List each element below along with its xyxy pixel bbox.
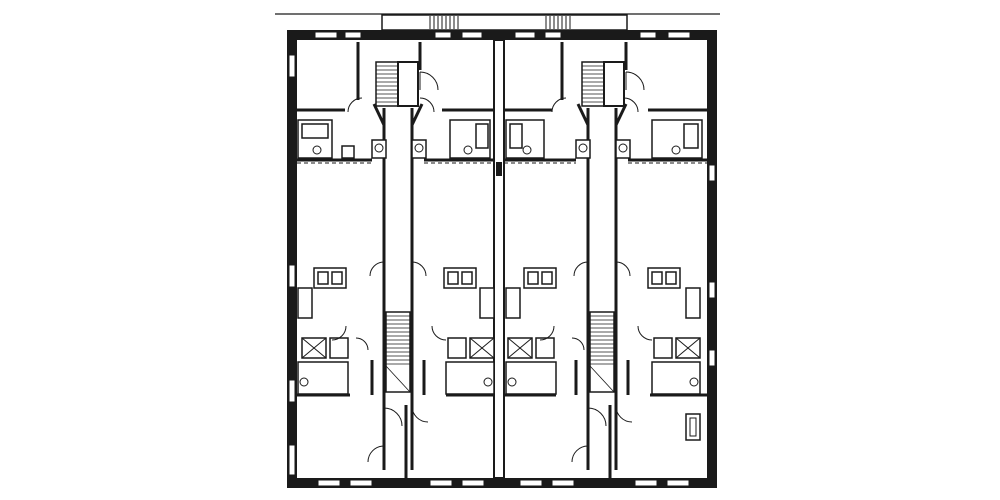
fireplace	[685, 413, 701, 441]
stair-top-right	[581, 61, 625, 107]
laundry-closets	[301, 337, 701, 359]
entrance-canopy	[381, 14, 628, 31]
kitchens	[297, 267, 701, 319]
party-wall	[493, 39, 505, 479]
toilets-lower	[299, 377, 699, 387]
exterior-walls	[287, 30, 717, 488]
interior-walls	[297, 42, 707, 478]
stair-top-left	[375, 61, 419, 107]
door-swings	[331, 71, 653, 463]
stair-middle-right	[589, 311, 615, 393]
toilets-top	[312, 143, 681, 155]
windows	[288, 31, 716, 487]
stair-middle-left	[385, 311, 411, 393]
